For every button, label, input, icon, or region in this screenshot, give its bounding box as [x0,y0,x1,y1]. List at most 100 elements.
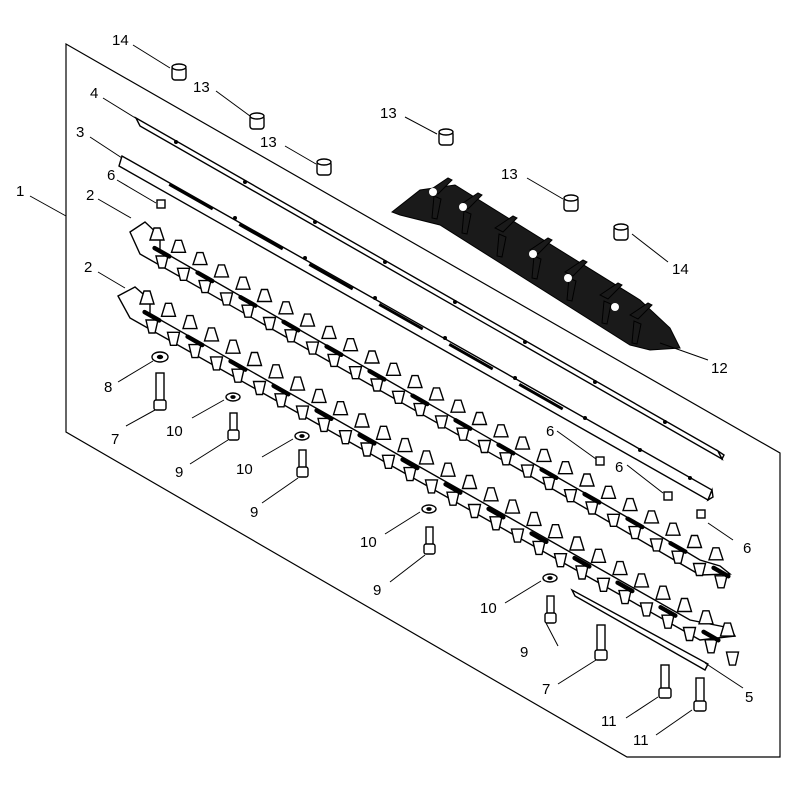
blade-slot [152,245,172,259]
blade-tooth [633,573,650,588]
blade-slot [281,319,301,333]
blade-tooth [698,610,714,625]
blade-slot [195,270,215,284]
blade-slot [496,442,516,456]
callout-8: 8 [104,379,112,396]
callout-6-a: 6 [107,167,115,184]
callout-6-b: 6 [546,423,554,440]
blade-tooth [536,448,552,463]
blade-tooth [450,399,466,413]
blade-tooth [176,267,191,281]
part-10-washer-b [294,431,310,441]
blade-tooth [289,376,306,391]
blade-tooth [428,387,445,401]
blade-tooth [299,313,316,327]
callout-5: 5 [745,689,753,706]
blade-tooth [268,364,284,379]
part-3-slotted-bar [118,154,714,502]
blade-tooth [600,485,617,499]
blade-tooth [596,577,611,592]
blade-tooth [213,264,230,278]
blade-tooth [606,513,621,527]
blade-slot [367,368,387,382]
blade-tooth [665,522,681,536]
callout-9-c: 9 [373,582,381,599]
blade-tooth [547,524,564,539]
blade-slot [615,580,635,594]
blade-slot [400,457,420,471]
blade-tooth [252,380,267,396]
callout-11-a: 11 [601,713,617,730]
blade-tooth [413,402,427,417]
callout-9-d: 9 [520,644,528,661]
blade-slot [314,408,334,422]
part-13-nut-b [316,158,332,176]
blade-tooth [170,239,187,253]
blade-tooth [338,430,353,445]
blade-tooth [510,528,525,543]
part-13-nut-a [249,112,265,130]
blade-tooth [235,276,251,290]
blade-tooth [241,304,255,318]
blade-tooth [155,255,169,269]
callout-11-b: 11 [633,732,649,749]
blade-tooth [532,540,546,556]
blade-tooth [317,417,331,433]
part-6-square-nut-a [156,199,166,209]
part-14-nut-a [171,63,187,81]
callout-2-a: 2 [86,187,94,204]
blade-tooth [628,525,642,540]
guard-tine [599,282,623,325]
blade-tooth [714,575,728,589]
part-9-bolt-b [296,449,309,478]
blade-tooth [563,489,578,503]
blade-tooth [622,497,638,512]
blade-tooth [262,316,277,331]
blade-tooth [499,452,513,466]
part-6-square-nut-d [696,509,706,519]
blade-tooth [256,288,273,303]
part-7-bolt-a [153,372,167,411]
callout-10-c: 10 [360,534,377,551]
blade-slot [410,393,430,407]
blade-tooth [639,602,654,617]
blade-tooth [305,341,320,355]
part-6-square-nut-c [663,491,673,501]
guard-tine [494,215,518,258]
blade-tooth [542,476,556,491]
blade-tooth [483,487,499,502]
blade-tooth [284,329,298,343]
callout-10-d: 10 [480,600,497,617]
callout-10-a: 10 [166,423,183,440]
callout-13-d: 13 [501,166,518,183]
blade-tooth [461,474,478,490]
blade-tooth [219,292,234,306]
blade-tooth [149,227,165,241]
callout-13-c: 13 [380,105,397,122]
blade-tooth [145,319,159,334]
blade-tooth [504,499,521,514]
blade-tooth [489,516,503,531]
blade-tooth [686,534,703,549]
blade-slot [572,555,592,569]
callout-13-a: 13 [193,79,210,96]
callout-9-b: 9 [250,504,258,521]
part-8-washer [151,351,169,363]
blade-tooth [456,427,470,441]
blade-tooth [493,424,509,438]
blade-slot [228,359,248,372]
blade-tooth [440,462,456,477]
part-11-bolt-b [693,677,707,712]
callout-14-top: 14 [112,32,129,49]
blade-tooth [579,473,595,487]
callout-10-b: 10 [236,461,253,478]
blade-slot [357,432,377,446]
blade-tooth [526,511,542,527]
blade-slot [453,418,473,431]
blade-tooth [381,454,396,469]
blade-tooth [278,301,294,315]
blade-tooth [446,491,460,506]
part-2-upper-blade [129,221,732,589]
blade-tooth [585,501,599,515]
guard-tine [629,302,653,345]
